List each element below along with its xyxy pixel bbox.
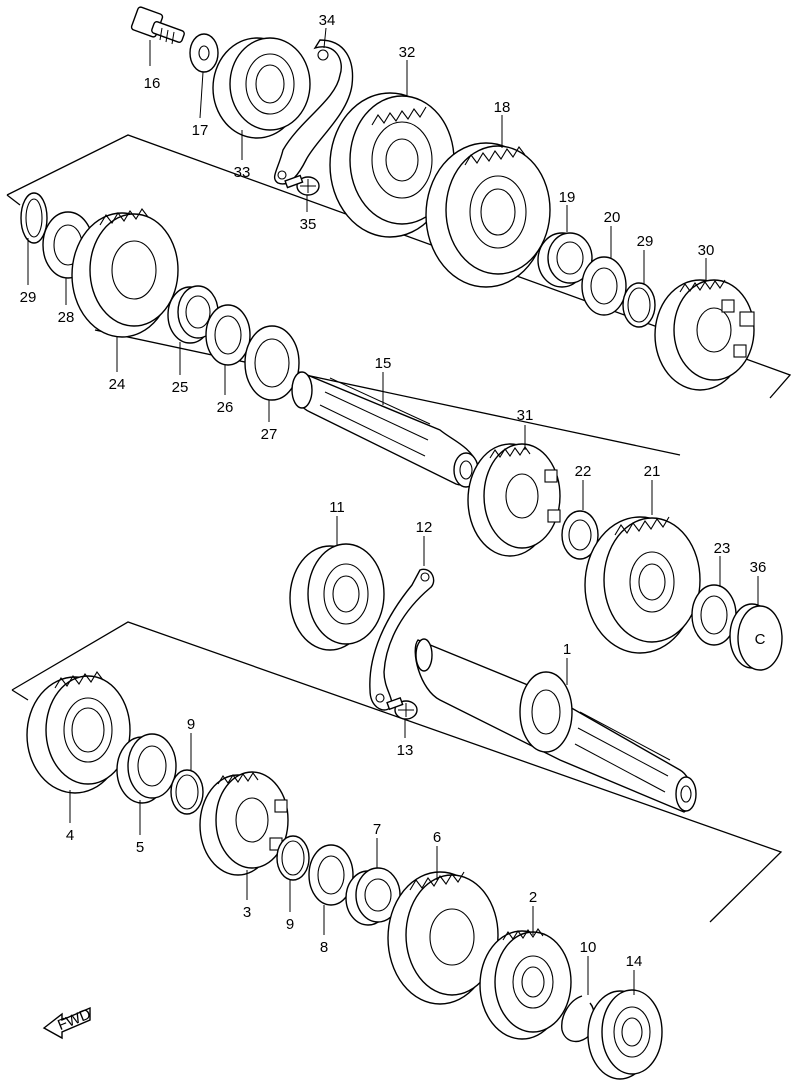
bearing-14 bbox=[587, 970, 663, 1080]
bushing-19 bbox=[537, 205, 593, 288]
label-31: 31 bbox=[517, 407, 534, 424]
label-32: 32 bbox=[399, 44, 416, 61]
gear-4 bbox=[26, 671, 131, 823]
washer-20 bbox=[581, 226, 627, 316]
label-18: 18 bbox=[494, 99, 511, 116]
label-34: 34 bbox=[319, 12, 336, 29]
label-24: 24 bbox=[109, 376, 126, 393]
lock-washer-26 bbox=[205, 304, 251, 395]
main-shaft-1 bbox=[414, 638, 697, 813]
label-16: 16 bbox=[144, 75, 161, 92]
gear-6 bbox=[387, 846, 499, 1005]
gear-18 bbox=[425, 115, 551, 288]
label-3: 3 bbox=[243, 904, 251, 921]
gear-31 bbox=[467, 425, 561, 557]
label-15: 15 bbox=[375, 355, 392, 372]
fwd-label: FWD bbox=[55, 1005, 93, 1034]
bearing-33 bbox=[212, 37, 311, 160]
lower-frame-left-edge bbox=[11, 689, 29, 701]
label-2: 2 bbox=[529, 889, 537, 906]
plate-12 bbox=[369, 536, 435, 711]
gear-24 bbox=[71, 208, 179, 372]
label-8: 8 bbox=[320, 939, 328, 956]
gear-32 bbox=[329, 60, 455, 238]
label-12: 12 bbox=[416, 519, 433, 536]
label-36: 36 bbox=[750, 559, 767, 576]
label-25: 25 bbox=[172, 379, 189, 396]
svg-text:C: C bbox=[755, 631, 766, 648]
label-5: 5 bbox=[136, 839, 144, 856]
washer-23 bbox=[691, 556, 737, 646]
fwd-arrow-icon: FWD bbox=[42, 1005, 93, 1040]
countershaft-15 bbox=[291, 371, 479, 488]
lower-group-frame bbox=[11, 621, 783, 923]
label-19: 19 bbox=[559, 189, 576, 206]
label-28: 28 bbox=[58, 309, 75, 326]
label-9b: 9 bbox=[286, 916, 294, 933]
label-29b: 29 bbox=[20, 289, 37, 306]
gear-21 bbox=[584, 480, 701, 654]
label-17: 17 bbox=[192, 122, 209, 139]
lock-washer-27 bbox=[244, 325, 300, 422]
label-20: 20 bbox=[604, 209, 621, 226]
circlip-29a bbox=[622, 250, 656, 328]
label-21: 21 bbox=[644, 463, 661, 480]
label-4: 4 bbox=[66, 827, 74, 844]
label-33: 33 bbox=[234, 164, 251, 181]
label-11: 11 bbox=[329, 499, 345, 516]
circlip-9b bbox=[276, 835, 310, 912]
circlip-9a bbox=[170, 733, 204, 815]
upper-frame-lower-edge bbox=[6, 194, 21, 206]
label-23: 23 bbox=[714, 540, 731, 557]
bushing-7 bbox=[345, 838, 401, 926]
label-14: 14 bbox=[626, 953, 643, 970]
plate-34 bbox=[274, 27, 354, 185]
label-22: 22 bbox=[575, 463, 592, 480]
bolt-16 bbox=[130, 6, 185, 66]
washer-17 bbox=[189, 33, 219, 119]
washer-8 bbox=[308, 844, 354, 935]
label-9a: 9 bbox=[187, 716, 195, 733]
label-7: 7 bbox=[373, 821, 381, 838]
collar-36: C bbox=[729, 576, 783, 671]
screw-35 bbox=[284, 174, 320, 212]
label-30: 30 bbox=[698, 242, 715, 259]
bushing-22 bbox=[561, 480, 599, 560]
screw-13 bbox=[386, 696, 418, 738]
label-26: 26 bbox=[217, 399, 234, 416]
gear-2 bbox=[479, 906, 572, 1040]
label-27: 27 bbox=[261, 426, 278, 443]
label-35: 35 bbox=[300, 216, 317, 233]
gear-3 bbox=[199, 771, 289, 900]
label-10: 10 bbox=[580, 939, 597, 956]
bushing-5 bbox=[116, 733, 177, 835]
label-13: 13 bbox=[397, 742, 414, 759]
gear-30 bbox=[654, 258, 755, 391]
label-29a: 29 bbox=[637, 233, 654, 250]
circlip-29b bbox=[20, 192, 48, 285]
upper-frame-bottom bbox=[94, 329, 681, 456]
label-6: 6 bbox=[433, 829, 441, 846]
bearing-11 bbox=[289, 516, 385, 651]
label-1: 1 bbox=[563, 641, 571, 658]
